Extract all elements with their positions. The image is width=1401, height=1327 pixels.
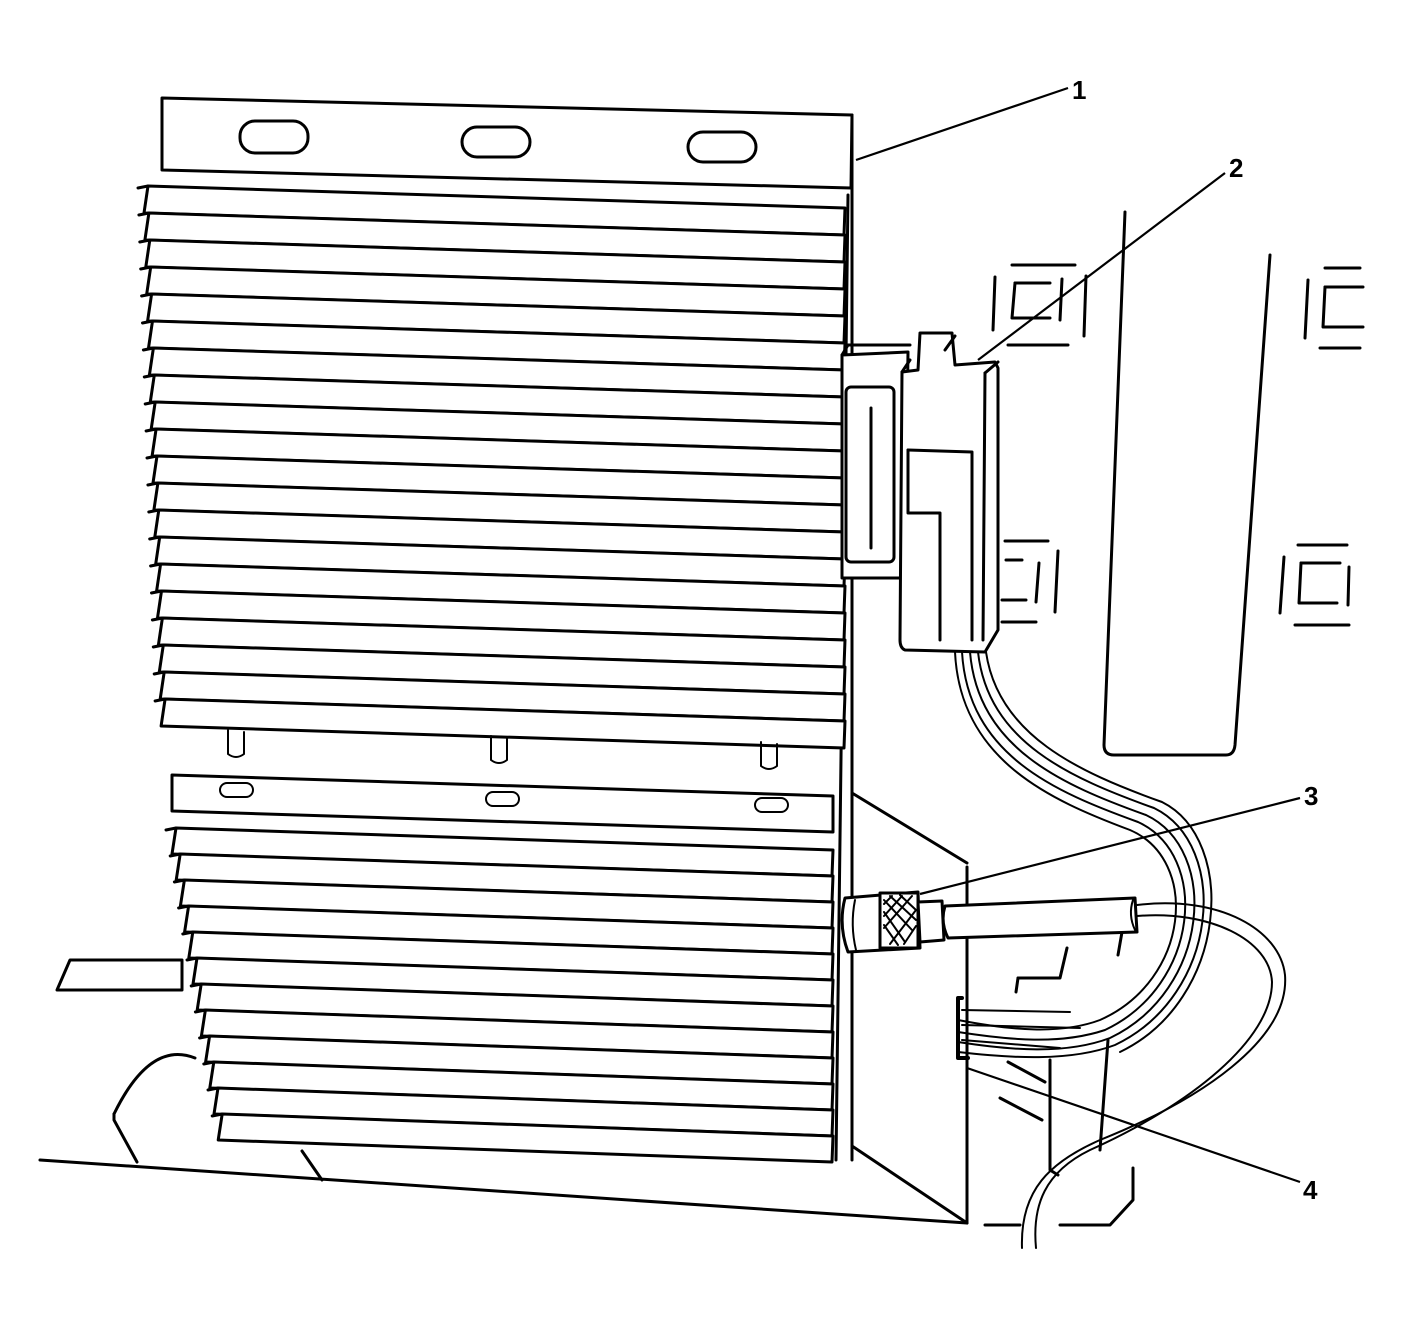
mounting-slot bbox=[686, 130, 758, 164]
floor-details bbox=[55, 958, 324, 1182]
wiring-harness-connector bbox=[898, 331, 1000, 654]
mounting-slot bbox=[460, 125, 532, 159]
middle-rail bbox=[170, 729, 835, 834]
heatsink-fins-upper bbox=[136, 184, 847, 750]
callout-1: 1 bbox=[1072, 75, 1087, 105]
callout-3: 3 bbox=[1304, 781, 1319, 811]
coaxial-cable-connector bbox=[840, 890, 1287, 1249]
mounting-bracket-background bbox=[991, 210, 1365, 757]
amplifier-housing bbox=[136, 96, 854, 1164]
heatsink-fins-lower bbox=[164, 826, 835, 1164]
callout-4: 4 bbox=[1303, 1175, 1318, 1205]
callout-leaders bbox=[855, 86, 1301, 1184]
callout-2: 2 bbox=[1229, 153, 1244, 183]
lower-support-structure bbox=[38, 791, 1135, 1227]
mounting-slot bbox=[238, 119, 310, 155]
wire-harness-bundle bbox=[954, 651, 1213, 1060]
